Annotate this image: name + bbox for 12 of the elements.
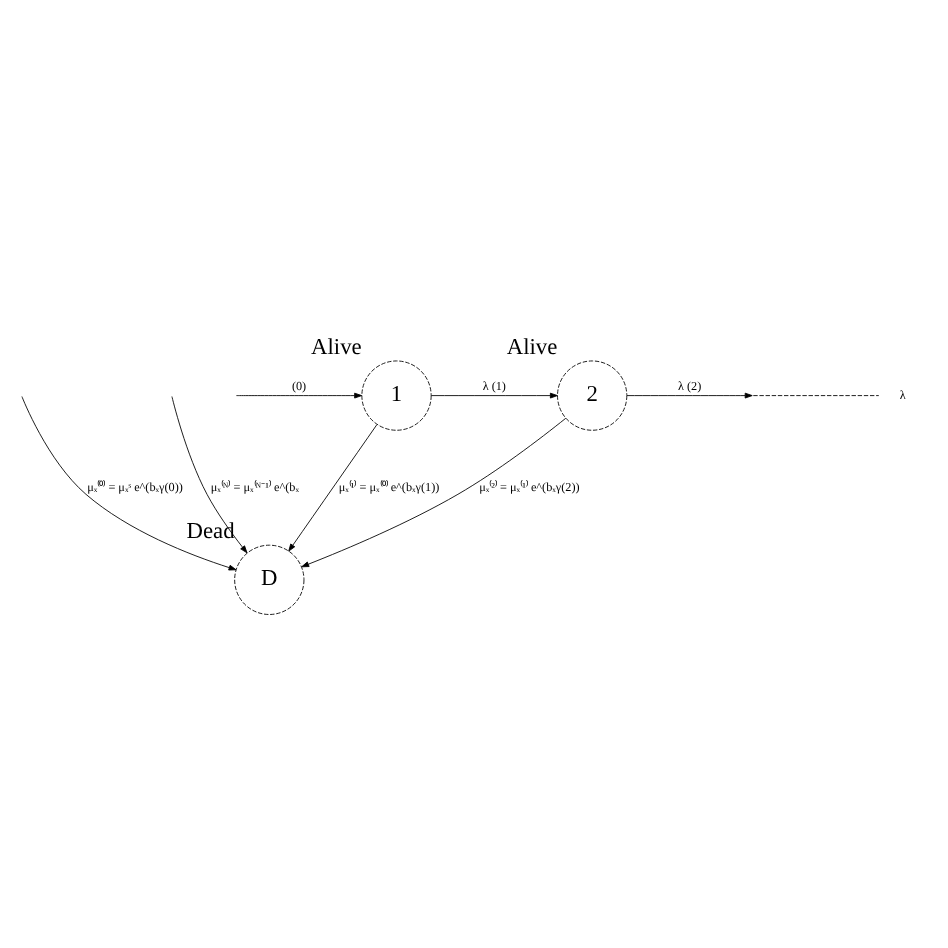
arrow [171,395,248,553]
arrow [626,391,753,398]
node-circle: 2 [557,359,628,430]
node-label: Dead [186,518,235,543]
arrow [430,391,558,398]
arrow [288,423,378,551]
node-label: Alive [506,334,558,359]
node-label: Alive [311,334,362,359]
arrow [301,416,567,567]
node-circle: 1 [361,359,432,430]
arrow [236,391,363,398]
arrow [21,395,237,570]
